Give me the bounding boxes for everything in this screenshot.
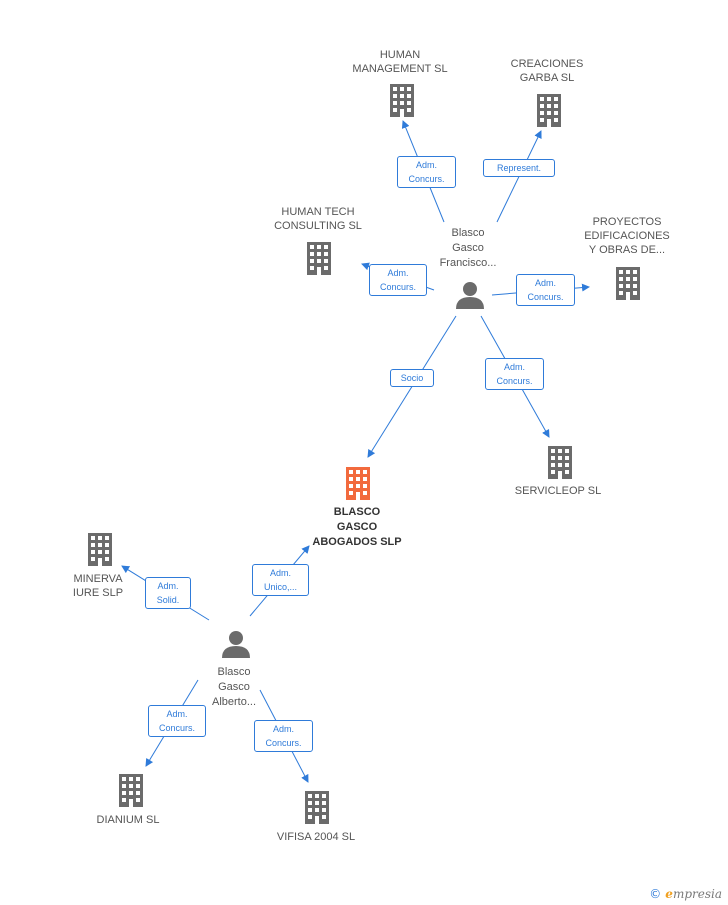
building-icon xyxy=(548,446,572,479)
building-icon xyxy=(305,791,329,824)
node-servicleop[interactable]: SERVICLEOP SL xyxy=(514,485,602,497)
node-vifisa[interactable]: VIFISA 2004 SL xyxy=(276,831,356,843)
node-proyectos[interactable]: PROYECTOS EDIFICACIONES Y OBRAS DE... xyxy=(584,216,670,256)
building-icon xyxy=(346,467,370,500)
node-human-management[interactable]: HUMAN MANAGEMENT SL xyxy=(352,49,448,75)
edge-label[interactable]: Adm. Concurs. xyxy=(516,274,575,306)
edge-label[interactable]: Adm. Unico,... xyxy=(252,564,309,596)
edge-label[interactable]: Represent. xyxy=(483,159,555,177)
node-human-tech[interactable]: HUMAN TECH CONSULTING SL xyxy=(274,206,362,232)
node-blasco-gasco-abogados[interactable]: BLASCO GASCO ABOGADOS SLP xyxy=(312,506,402,548)
node-person-francisco[interactable]: Blasco Gasco Francisco... xyxy=(439,227,497,269)
node-person-alberto[interactable]: Blasco Gasco Alberto... xyxy=(211,666,257,708)
building-icon xyxy=(616,267,640,300)
copyright-icon: © xyxy=(649,887,662,901)
edge-label[interactable]: Adm. Concurs. xyxy=(148,705,206,737)
edge-label[interactable]: Adm. Concurs. xyxy=(397,156,456,188)
edge-label[interactable]: Adm. Solid. xyxy=(145,577,191,609)
building-icon xyxy=(537,94,561,127)
building-icon xyxy=(307,242,331,275)
building-icon xyxy=(88,533,112,566)
person-icon xyxy=(456,282,484,309)
person-icon xyxy=(222,631,250,658)
edge-label[interactable]: Adm. Concurs. xyxy=(485,358,544,390)
building-icon xyxy=(390,84,414,117)
node-minerva[interactable]: MINERVA IURE SLP xyxy=(72,573,124,599)
brand-logo: ©empresia xyxy=(649,887,722,901)
node-dianium[interactable]: DIANIUM SL xyxy=(96,814,160,826)
edge-label[interactable]: Socio xyxy=(390,369,434,387)
edge-label[interactable]: Adm. Concurs. xyxy=(369,264,427,296)
edge-label[interactable]: Adm. Concurs. xyxy=(254,720,313,752)
node-creaciones-garba[interactable]: CREACIONES GARBA SL xyxy=(510,58,584,84)
building-icon xyxy=(119,774,143,807)
